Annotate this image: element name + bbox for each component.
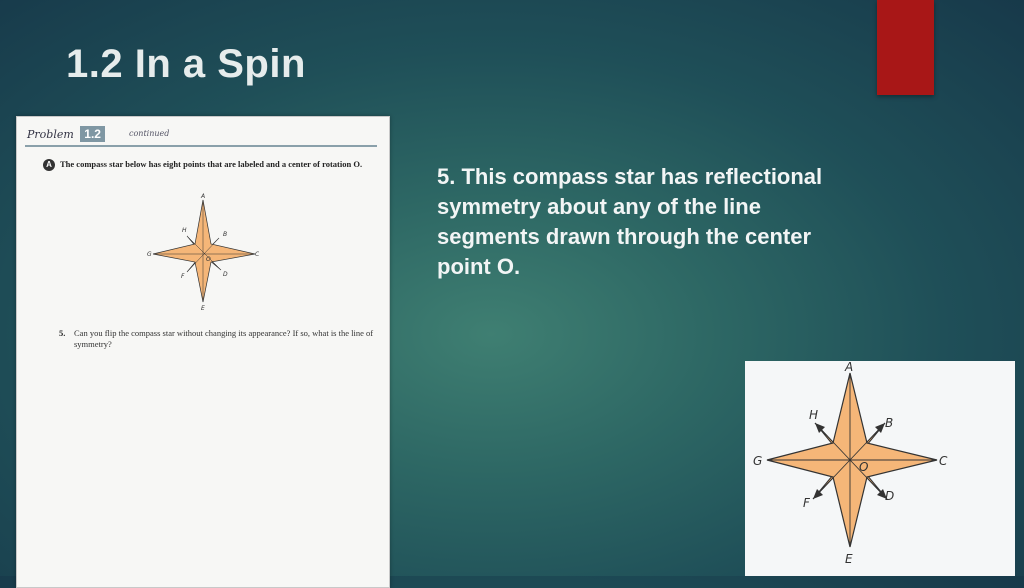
question-text: Can you flip the compass star without ch…	[74, 328, 374, 349]
small-label-e: E	[201, 305, 205, 312]
label-b: B	[885, 416, 893, 430]
compass-star-panel: A H B G C O D F E	[745, 361, 1015, 576]
label-g: G	[753, 454, 762, 468]
worksheet-header: Problem 1.2 continued	[25, 123, 377, 147]
label-h: H	[809, 408, 818, 422]
small-label-d: D	[223, 271, 228, 278]
slide-title: 1.2 In a Spin	[66, 42, 306, 86]
part-a-text: The compass star below has eight points …	[60, 159, 363, 169]
small-label-f: F	[181, 273, 185, 280]
small-label-g: G	[147, 251, 152, 258]
large-compass-star: A H B G C O D F E	[753, 361, 948, 566]
question-number: 5.	[59, 328, 66, 338]
problem-word: Problem	[27, 128, 74, 141]
label-o: O	[859, 460, 868, 474]
small-label-c: C	[255, 251, 259, 258]
problem-number: 1.2	[80, 126, 105, 142]
red-accent-tab	[877, 0, 934, 95]
symmetry-statement: 5. This compass star has reflectional sy…	[437, 164, 823, 279]
worksheet-image: Problem 1.2 continued A The compass star…	[16, 116, 390, 588]
small-label-b: B	[223, 231, 227, 238]
continued-label: continued	[129, 129, 170, 138]
small-compass-star: A H B G C O D F E	[147, 193, 259, 312]
part-a-badge: A	[43, 159, 55, 171]
label-c: C	[939, 454, 948, 468]
label-a: A	[844, 361, 853, 374]
label-e: E	[845, 552, 853, 566]
small-label-a: A	[200, 193, 205, 200]
small-label-o: O	[206, 256, 211, 263]
label-d: D	[885, 489, 894, 503]
small-label-h: H	[182, 227, 187, 234]
label-f: F	[803, 496, 811, 510]
problem-label: Problem 1.2	[27, 126, 105, 144]
